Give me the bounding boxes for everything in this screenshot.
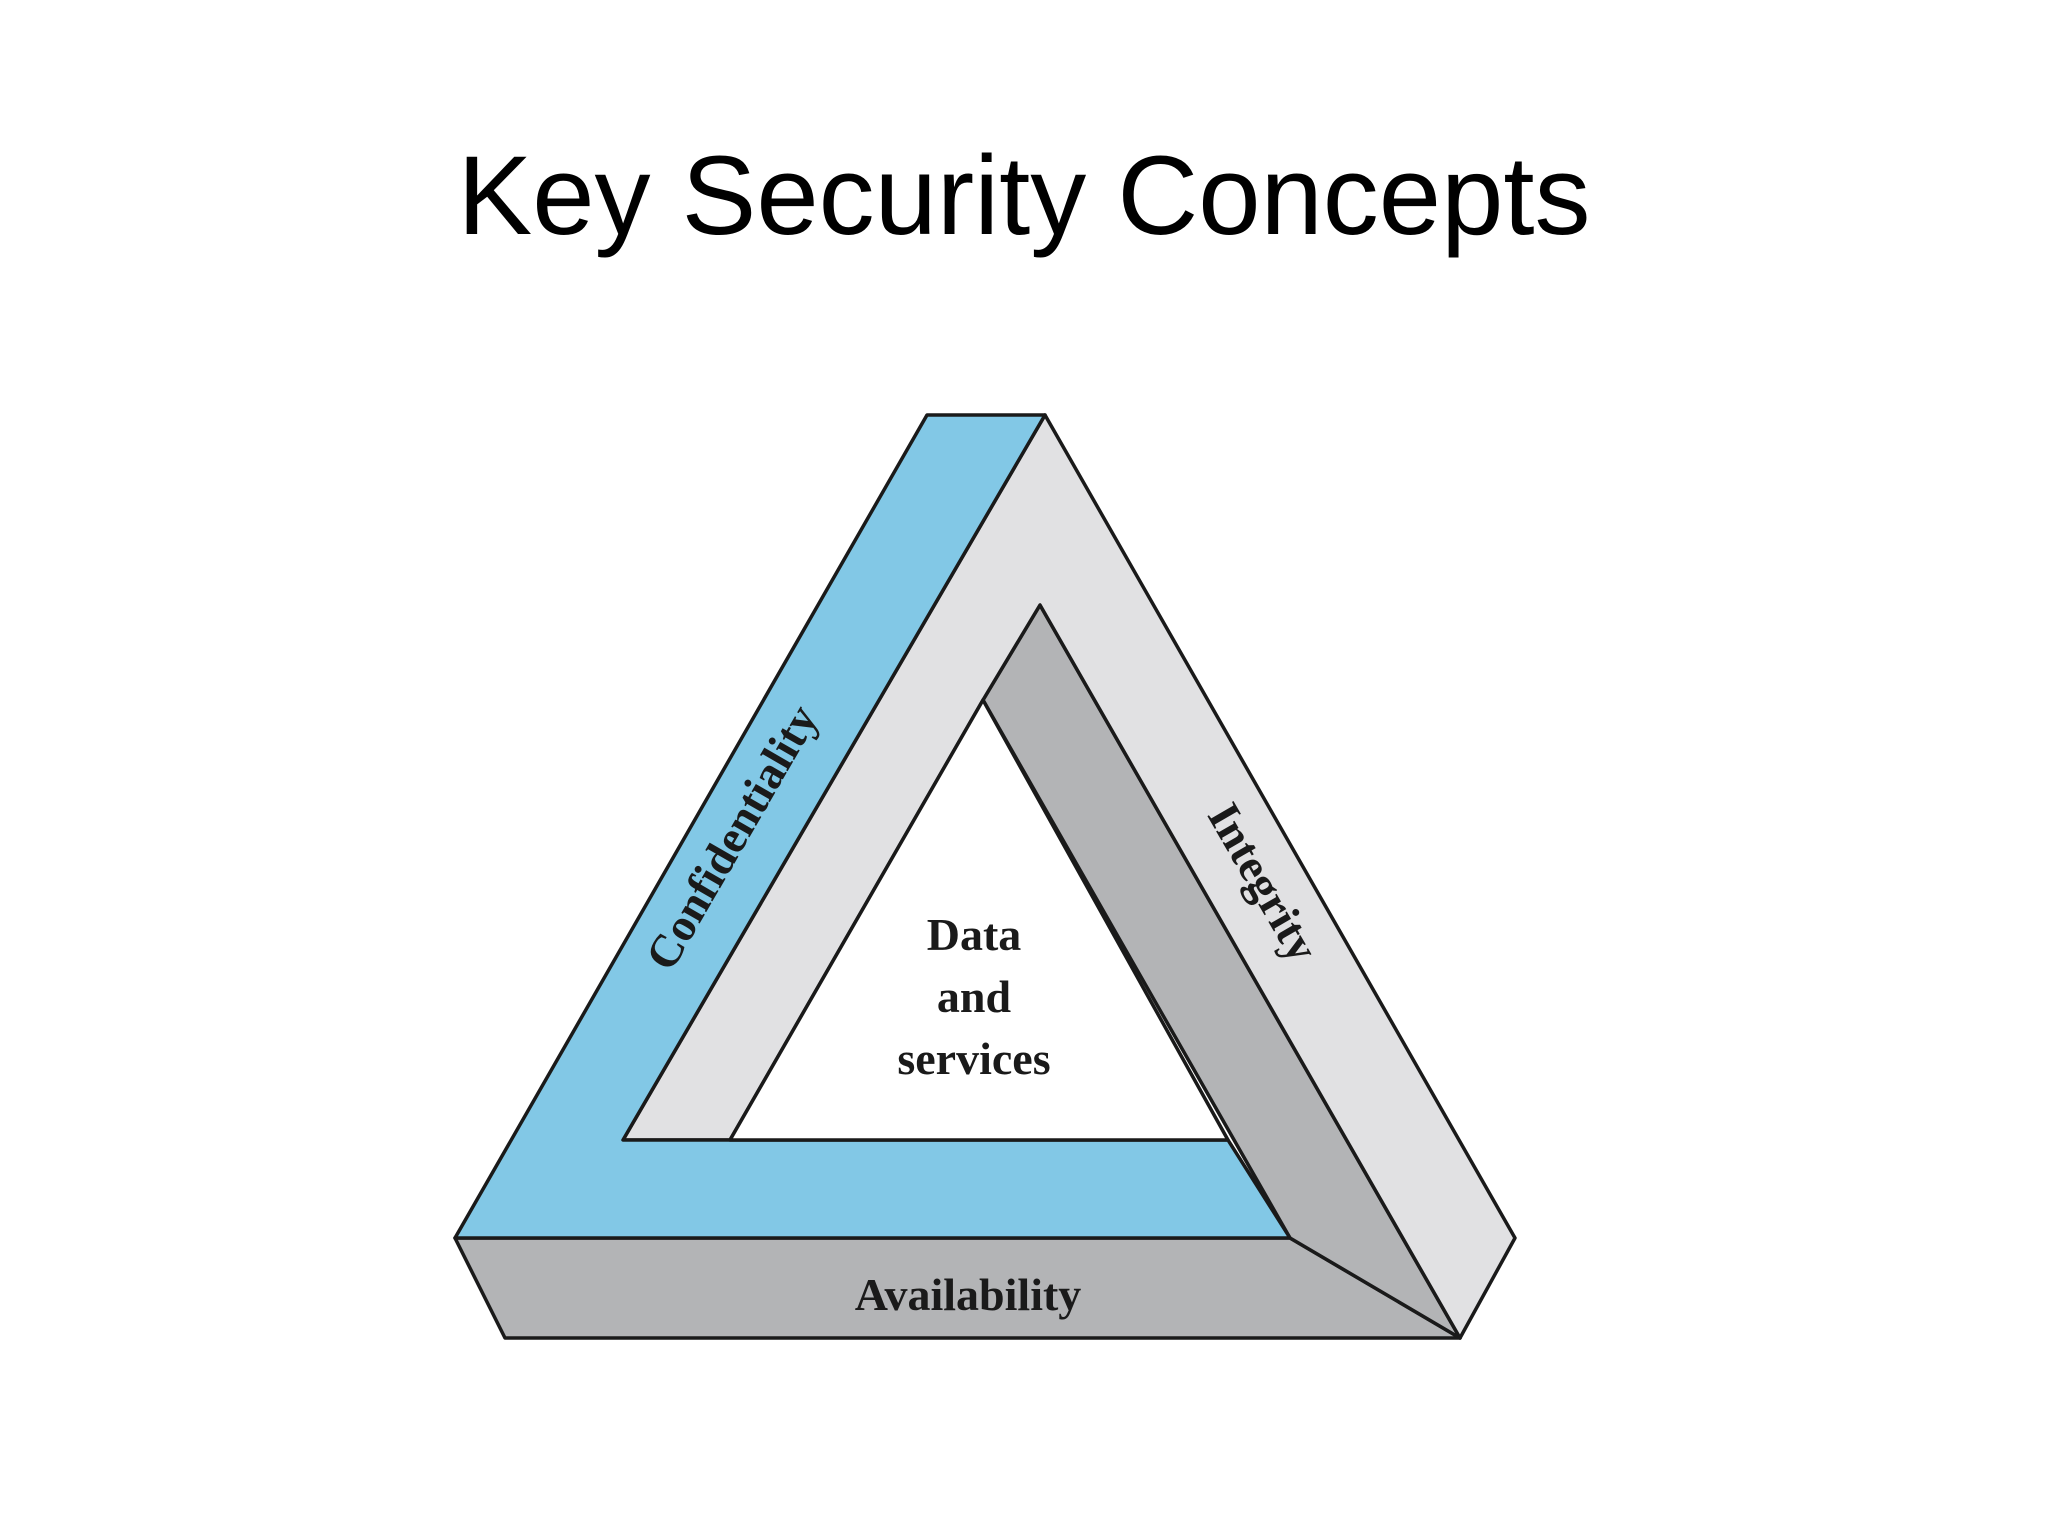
center-label-line-1: Data (927, 909, 1022, 960)
center-label-line-2: and (937, 971, 1012, 1022)
inner-data-triangle (728, 698, 1230, 1142)
slide-title: Key Security Concepts (457, 133, 1591, 258)
availability-label: Availability (855, 1269, 1082, 1320)
center-label-line-3: services (897, 1033, 1050, 1084)
